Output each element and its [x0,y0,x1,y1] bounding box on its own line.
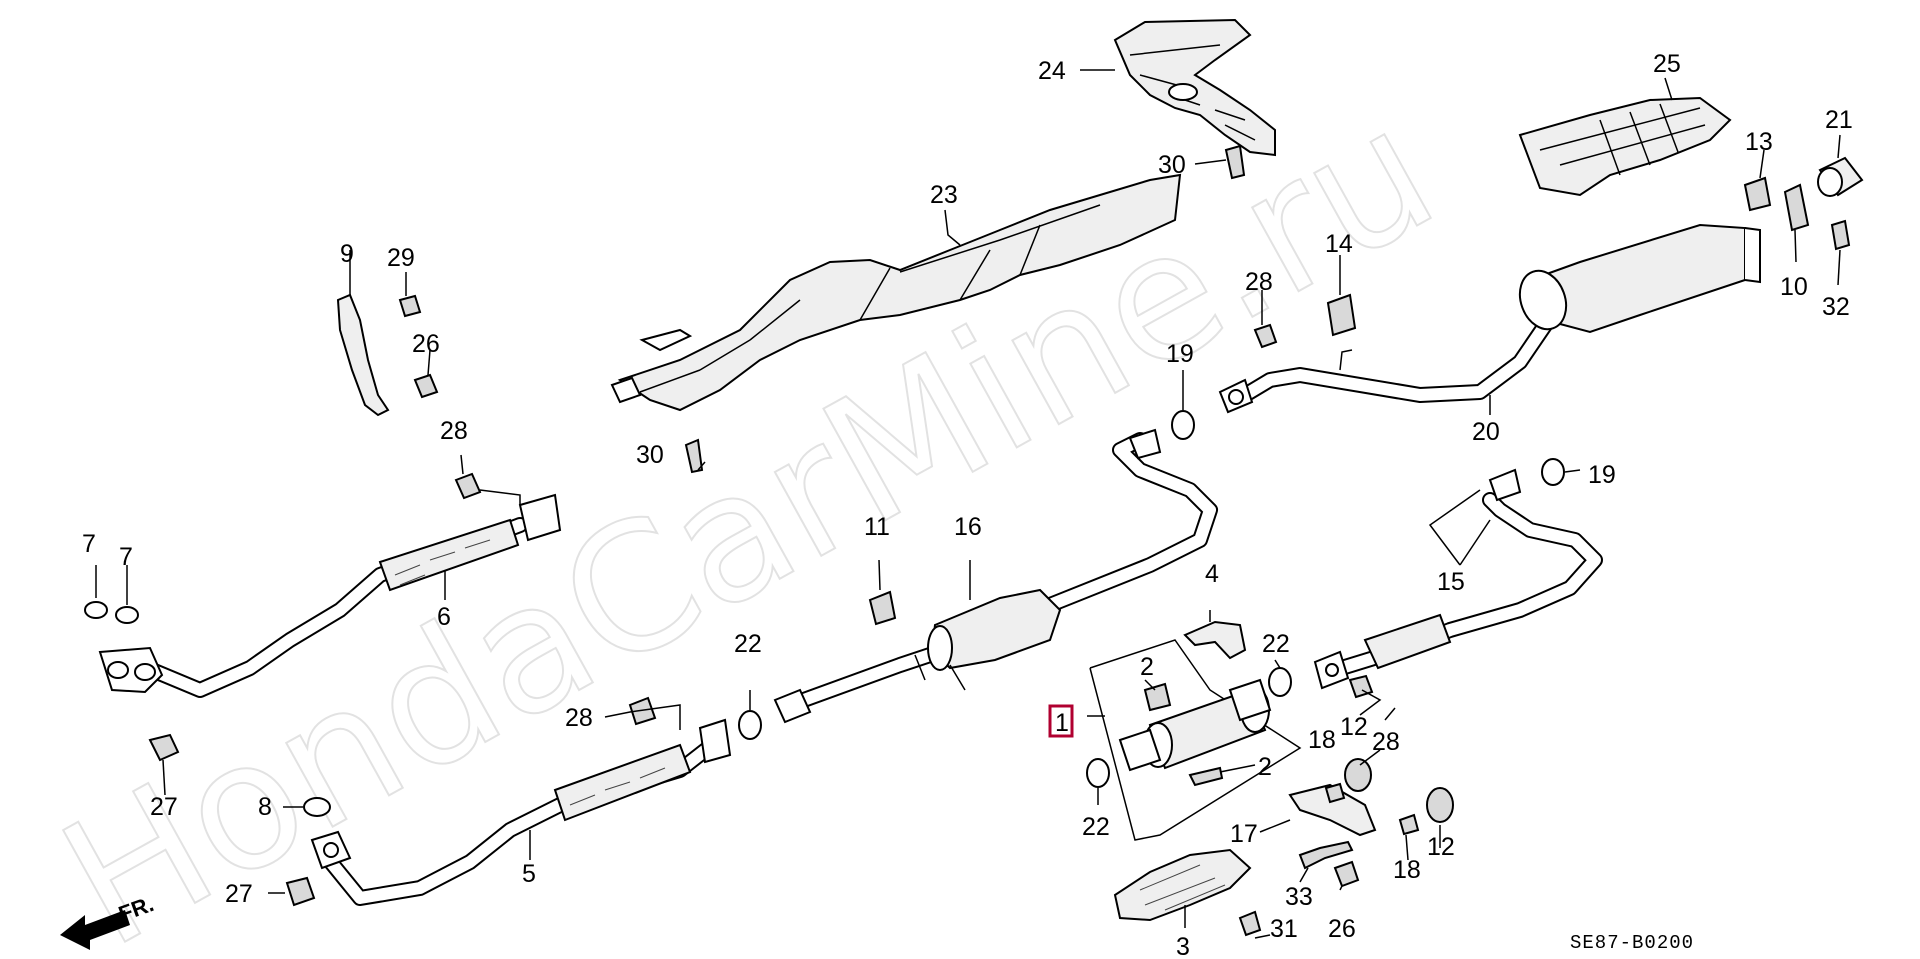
front-direction-arrow [60,910,130,950]
diagram-code: SE87-B0200 [1570,932,1694,954]
callout-25[interactable]: 25 [1653,50,1681,78]
callout-6[interactable]: 6 [437,603,451,631]
part-25-rear-heat-shield [1518,96,1732,197]
part-24-heat-shield [1113,18,1276,157]
callout-20[interactable]: 20 [1472,418,1500,446]
part-1-catalytic-converter [1089,639,1302,841]
callouts: 1 2 2 3 4 5 6 7 7 8 9 10 11 12 12 13 14 … [82,50,1853,959]
callout-28[interactable]: 28 [1245,268,1273,296]
callout-4[interactable]: 4 [1205,560,1219,588]
callout-18[interactable]: 18 [1308,726,1336,754]
callout-27[interactable]: 27 [225,880,253,908]
callout-23[interactable]: 23 [930,181,958,209]
callout-14[interactable]: 14 [1325,230,1353,258]
part-15-rear-pipe [1313,468,1603,690]
callout-7[interactable]: 7 [82,530,96,558]
part-16-center-pipe [773,428,1218,724]
callout-33[interactable]: 33 [1285,883,1313,911]
callout-9[interactable]: 9 [340,240,354,268]
callout-1-highlight [1048,704,1074,738]
callout-30[interactable]: 30 [1158,151,1186,179]
part-4-cover [1183,620,1247,660]
callout-28[interactable]: 28 [440,417,468,445]
callout-13[interactable]: 13 [1745,128,1773,156]
callout-15[interactable]: 15 [1437,568,1465,596]
callout-19[interactable]: 19 [1166,340,1194,368]
callout-17[interactable]: 17 [1230,820,1258,848]
callout-2[interactable]: 2 [1140,653,1154,681]
part-23-floor-heat-shield [610,173,1182,412]
callout-1[interactable]: 1 [1055,709,1069,737]
hardware-group [60,144,1864,950]
callout-21[interactable]: 21 [1825,106,1853,134]
leader-lines [95,69,1841,939]
callout-31[interactable]: 31 [1270,915,1298,943]
callout-30[interactable]: 30 [636,441,664,469]
callout-10[interactable]: 10 [1780,273,1808,301]
callout-28[interactable]: 28 [1372,728,1400,756]
callout-29[interactable]: 29 [387,244,415,272]
callout-3[interactable]: 3 [1176,933,1190,959]
callout-32[interactable]: 32 [1822,293,1850,321]
callout-2[interactable]: 2 [1258,753,1272,781]
callout-28[interactable]: 28 [565,704,593,732]
callout-5[interactable]: 5 [522,860,536,888]
callout-11[interactable]: 11 [864,513,890,541]
part-5-front-pipe [310,718,732,906]
callout-22[interactable]: 22 [1262,630,1290,658]
callout-19[interactable]: 19 [1588,461,1616,489]
callout-26[interactable]: 26 [1328,915,1356,943]
callout-12[interactable]: 12 [1427,833,1455,861]
callout-22[interactable]: 22 [734,630,762,658]
callout-26[interactable]: 26 [412,330,440,358]
callout-27[interactable]: 27 [150,793,178,821]
callout-18[interactable]: 18 [1393,856,1421,884]
part-20-muffler [1218,223,1761,414]
callout-22[interactable]: 22 [1082,813,1110,841]
callout-7[interactable]: 7 [119,543,133,571]
part-3-lower-heat-shield [1113,848,1252,922]
callout-8[interactable]: 8 [258,793,272,821]
callout-12[interactable]: 12 [1340,713,1368,741]
callout-24[interactable]: 24 [1038,57,1066,85]
callout-16[interactable]: 16 [954,513,982,541]
part-6-front-pipe [98,493,562,698]
part-9-bracket [336,293,390,417]
